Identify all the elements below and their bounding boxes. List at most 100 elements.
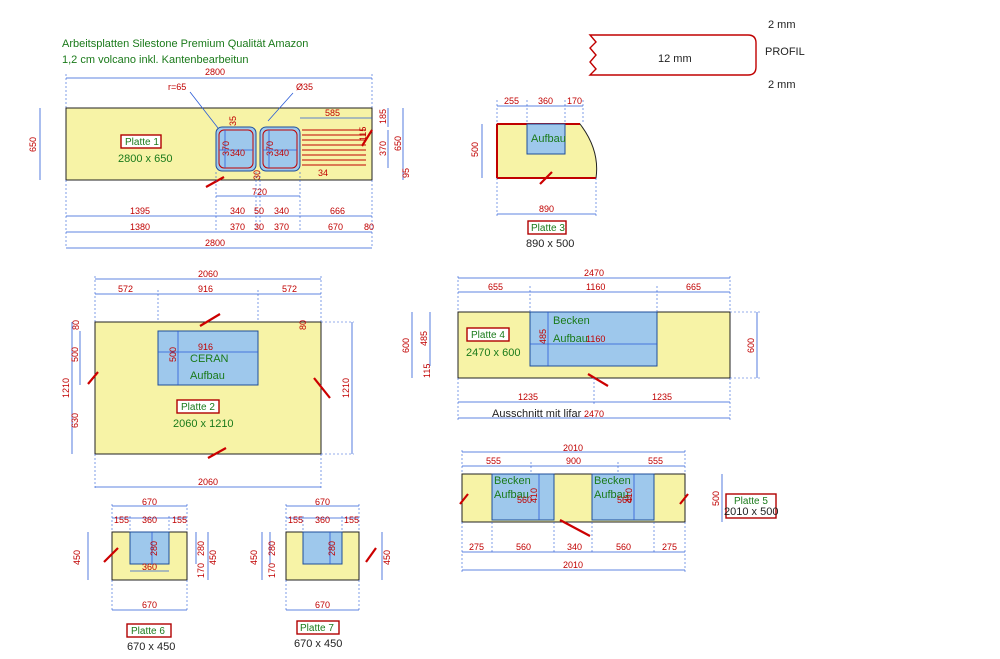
p4-dim-bot-a: 1235 [518, 392, 538, 402]
p4-dim-total-top: 2470 [584, 268, 604, 278]
p7-size: 670 x 450 [294, 638, 342, 650]
p6-dim-c: 155 [172, 515, 187, 525]
p5-dim-bot-b: 560 [516, 542, 531, 552]
p4-cutout-line1: Becken [553, 315, 590, 327]
p2-dim-left-500: 500 [70, 347, 80, 362]
p1-label: Platte 1 [125, 137, 159, 148]
p1-size: 2800 x 650 [118, 153, 172, 165]
p3-dim-w: 890 [539, 204, 554, 214]
p3-dim-h: 500 [470, 142, 480, 157]
p2-label: Platte 2 [181, 402, 215, 413]
p4-dim-left-485: 485 [419, 331, 429, 346]
p1-row2-c: 30 [254, 222, 264, 232]
p3-dim-c: 170 [567, 96, 582, 106]
p1-row2-a: 1380 [130, 222, 150, 232]
p1-row2-f: 80 [364, 222, 374, 232]
p5-sink2-line1: Becken [594, 475, 631, 487]
p1-dim-720: 720 [252, 187, 267, 197]
p4-note: Ausschnitt mit lifar [492, 408, 582, 420]
p6-size: 670 x 450 [127, 641, 175, 653]
p1-dim-585: 585 [325, 108, 340, 118]
p5-sink2-h: 410 [624, 488, 634, 503]
p4-dim-left-600: 600 [401, 338, 411, 353]
p5-label: Platte 5 [734, 496, 768, 507]
p4-dim-inner-h: 485 [538, 329, 548, 344]
p4-dim-c: 665 [686, 282, 701, 292]
p7-dim-r280: 280 [267, 541, 277, 556]
p2-dim-80b: 80 [298, 320, 308, 330]
p1-dim-34: 34 [318, 168, 328, 178]
p1-dim-115: 115 [358, 127, 368, 141]
p1-row1-d: 340 [274, 206, 289, 216]
p7-dim-bottom: 670 [315, 600, 330, 610]
p6-dim-r280: 280 [196, 541, 206, 556]
p1-dim-95: 95 [401, 168, 411, 178]
p1-drainer-grooves [302, 129, 366, 166]
p1-row1-b: 340 [230, 206, 245, 216]
p2-dim-inner-h: 500 [168, 347, 178, 362]
p4-cutout-line2: Aufbau [553, 333, 588, 345]
p6-cutout [129, 531, 170, 565]
p2-dim-inner-w: 916 [198, 342, 213, 352]
p4-dim-bot-b: 1235 [652, 392, 672, 402]
p7-dim-c: 155 [344, 515, 359, 525]
plate-2: 2060 572 916 572 916 500 CERAN Aufbau 80… [61, 269, 354, 489]
p5-dim-total-bottom: 2010 [563, 560, 583, 570]
profile-top: 2 mm [768, 19, 796, 31]
p7-dim-inner-h: 280 [327, 541, 337, 556]
p6-dim-b: 360 [142, 515, 157, 525]
p1-dim-total-bottom: 2800 [205, 238, 225, 248]
p6-dim-r170: 170 [196, 563, 206, 578]
p5-dim-h: 500 [711, 491, 721, 506]
header-line2: 1,2 cm volcano inkl. Kantenbearbeitun [62, 54, 249, 66]
p5-dim-bot-d: 560 [616, 542, 631, 552]
p6-dim-left-450: 450 [72, 550, 82, 565]
p2-dim-80a: 80 [71, 320, 81, 330]
p1-dim-650-right: 650 [393, 136, 403, 151]
p6-label: Platte 6 [131, 626, 165, 637]
p1-dim-370-right: 370 [378, 141, 388, 156]
p4-dim-a: 655 [488, 282, 503, 292]
p3-cutout-label: Aufbau [531, 133, 566, 145]
p2-dim-c: 572 [282, 284, 297, 294]
p4-dim-left-115: 115 [422, 364, 432, 378]
p5-sink-2 [591, 473, 655, 521]
plate-5: 2010 555 900 555 Becken Aufbau 410 560 B… [459, 443, 778, 572]
p7-dim-left-450: 450 [249, 550, 259, 565]
p1-sink-right [259, 126, 301, 172]
p4-dim-right-600: 600 [746, 338, 756, 353]
p5-dim-bot-e: 275 [662, 542, 677, 552]
profile-label: PROFIL [765, 46, 805, 58]
p1-row1-a: 1395 [130, 206, 150, 216]
profile-middle: 12 mm [658, 53, 692, 65]
p7-dim-right-450: 450 [382, 550, 392, 565]
p1-row2-e: 670 [328, 222, 343, 232]
p1-dim-340-sink2: 340 [274, 148, 289, 158]
p5-dim-c: 555 [648, 456, 663, 466]
p2-dim-b: 916 [198, 284, 213, 294]
p4-dim-b: 1160 [586, 282, 605, 292]
p1-dim-radius: r=65 [168, 82, 186, 92]
p5-sink1-w: 560 [517, 495, 532, 505]
p1-dim-total-top: 2800 [205, 67, 225, 77]
p2-dim-total-top: 2060 [198, 269, 218, 279]
p7-dim-top: 670 [315, 497, 330, 507]
p1-sink-left [215, 126, 257, 172]
p7-cutout [302, 531, 343, 565]
p6-dim-a: 155 [114, 515, 129, 525]
p1-dim-340-sink1: 340 [230, 148, 245, 158]
p5-sink2-w: 560 [617, 495, 632, 505]
p6-dim-inner-h: 280 [149, 541, 159, 556]
p1-dim-diameter: Ø35 [296, 82, 313, 92]
p1-row1-e: 666 [330, 206, 345, 216]
p2-dim-left-630: 630 [70, 413, 80, 428]
profile-diagram: 2 mm 12 mm PROFIL 2 mm [588, 19, 805, 91]
p3-dim-b: 360 [538, 96, 553, 106]
p3-label: Platte 3 [531, 223, 565, 234]
p1-dim-370-sink2: 370 [265, 141, 275, 156]
p6-dim-bottom: 670 [142, 600, 157, 610]
p7-label: Platte 7 [300, 623, 334, 634]
p2-dim-total-bottom: 2060 [198, 477, 218, 487]
p2-dim-left-1210: 1210 [61, 378, 71, 398]
p2-dim-right-1210: 1210 [341, 378, 351, 398]
